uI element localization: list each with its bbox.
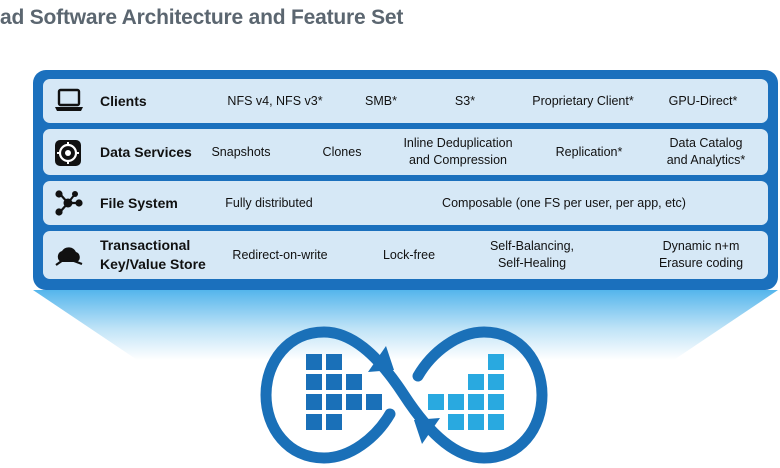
layer-data-services: Data Services Snapshots Clones Inline De…	[43, 129, 768, 175]
layer-file-system: File System Fully distributed Composable…	[43, 181, 768, 225]
layer-kv-store: Transactional Key/Value Store Redirect-o…	[43, 231, 768, 279]
layer-clients: Clients NFS v4, NFS v3* SMB* S3* Proprie…	[43, 79, 768, 123]
layer-name-file-system: File System	[100, 195, 178, 211]
layer-name-kv-store: Transactional Key/Value Store	[100, 237, 206, 272]
layer-name-clients: Clients	[100, 93, 147, 109]
data-services-icon	[54, 139, 82, 172]
feature-gpu-direct: GPU-Direct*	[668, 94, 738, 108]
feature-proprietary-client: Proprietary Client*	[532, 94, 634, 108]
feature-nfs: NFS v4, NFS v3*	[227, 94, 323, 108]
laptop-icon	[54, 88, 84, 119]
stack-glow	[33, 290, 778, 360]
feature-dedup-compression: Inline Deduplication and Compression	[403, 136, 513, 167]
feature-composable: Composable (one FS per user, per app, et…	[442, 196, 686, 210]
feature-redirect-on-write: Redirect-on-write	[232, 248, 328, 262]
feature-s3: S3*	[454, 94, 476, 108]
feature-smb: SMB*	[365, 94, 397, 108]
feature-lock-free: Lock-free	[382, 248, 436, 262]
file-system-icon	[54, 189, 84, 222]
feature-snapshots: Snapshots	[211, 145, 271, 159]
feature-clones: Clones	[322, 145, 362, 159]
layer-name-data-services: Data Services	[100, 144, 192, 160]
feature-data-catalog: Data Catalog and Analytics*	[666, 136, 746, 167]
feature-erasure-coding: Dynamic n+m Erasure coding	[658, 239, 744, 270]
feature-fully-distributed: Fully distributed	[225, 196, 313, 210]
feature-replication: Replication*	[555, 145, 623, 159]
page-title: ad Software Architecture and Feature Set	[0, 6, 404, 29]
cloud-storage-icon	[54, 243, 84, 272]
architecture-stack: Clients NFS v4, NFS v3* SMB* S3* Proprie…	[33, 70, 778, 290]
feature-self-balancing: Self-Balancing, Self-Healing	[489, 239, 575, 270]
infinity-blocks-logo	[260, 326, 548, 464]
